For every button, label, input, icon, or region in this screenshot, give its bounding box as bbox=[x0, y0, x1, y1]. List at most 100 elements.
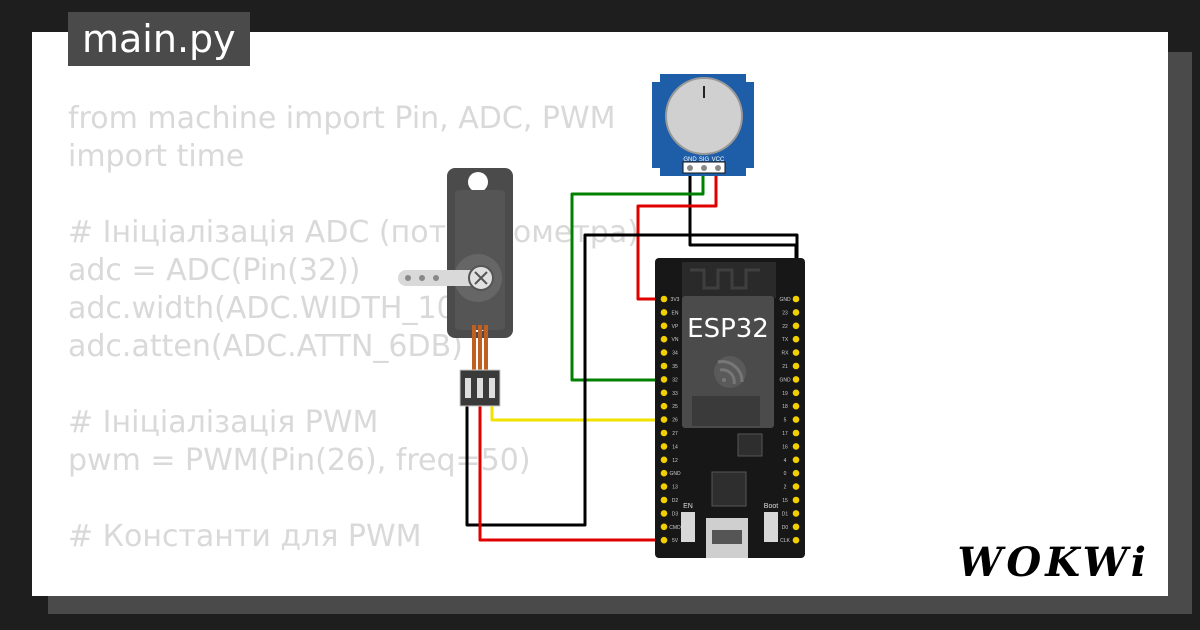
esp32-pin[interactable] bbox=[660, 362, 668, 370]
esp32-pin[interactable] bbox=[792, 335, 800, 343]
esp32-pin-label: VP bbox=[672, 324, 679, 330]
esp32-pin-label: 14 bbox=[672, 444, 678, 450]
usb-port-inner bbox=[712, 530, 742, 544]
esp32-pin[interactable] bbox=[660, 469, 668, 477]
esp32-pin[interactable] bbox=[792, 536, 800, 544]
esp32-pin-label: 19 bbox=[782, 391, 788, 397]
servo-connector-pin bbox=[465, 378, 471, 398]
esp32-pin[interactable] bbox=[792, 523, 800, 531]
esp32-pin-label: 23 bbox=[782, 310, 788, 316]
chip-label: ESP32 bbox=[687, 314, 769, 344]
esp32-pin[interactable] bbox=[660, 335, 668, 343]
esp32-pin[interactable] bbox=[792, 469, 800, 477]
esp32-pin-label: D3 bbox=[672, 511, 679, 517]
esp32-pin[interactable] bbox=[792, 309, 800, 316]
esp32-pin-label: TX bbox=[782, 337, 789, 343]
esp32-pin[interactable] bbox=[792, 416, 800, 423]
wire-servo-pwm[interactable] bbox=[490, 400, 664, 422]
esp32-pin[interactable] bbox=[792, 483, 800, 490]
esp32-pin[interactable] bbox=[660, 523, 668, 531]
esp32-pin[interactable] bbox=[660, 389, 668, 397]
esp32-pin-label: 22 bbox=[782, 324, 788, 330]
esp32-pin[interactable] bbox=[792, 429, 800, 437]
esp32-pin-label: 25 bbox=[672, 404, 678, 410]
esp32-pin-label: 13 bbox=[672, 485, 678, 491]
esp32-pin-label: 4 bbox=[784, 458, 787, 464]
wire-servo-vcc[interactable] bbox=[478, 400, 664, 542]
esp32-pin-label: 17 bbox=[782, 431, 788, 437]
esp32-pin[interactable] bbox=[660, 443, 668, 450]
file-tab[interactable]: main.py bbox=[68, 12, 250, 66]
esp32-pin[interactable] bbox=[792, 510, 800, 517]
code-line: adc = ADC(Pin(32)) bbox=[68, 253, 361, 288]
esp32-pin[interactable] bbox=[660, 309, 668, 316]
esp32-pin-label: CLK bbox=[780, 538, 790, 544]
pot-corner bbox=[652, 74, 660, 82]
esp32-pin[interactable] bbox=[660, 322, 668, 330]
esp32-pin-label: 5 bbox=[784, 418, 787, 424]
esp32-pin-label: D2 bbox=[672, 498, 679, 504]
esp32-pin-label: 26 bbox=[672, 418, 678, 424]
en-button[interactable] bbox=[681, 512, 695, 542]
esp32-board[interactable]: ESP32 EN Boot 3V3ENVPVN34353233252627141… bbox=[655, 258, 805, 558]
code-line: adc.width(ADC.WIDTH_10BIT) bbox=[68, 291, 516, 326]
esp32-pin-label: 12 bbox=[672, 458, 678, 464]
code-line: adc.atten(ADC.ATTN_6DB) bbox=[68, 329, 463, 364]
esp32-pin[interactable] bbox=[792, 349, 800, 356]
esp32-pin-label: 18 bbox=[782, 404, 788, 410]
potentiometer[interactable]: GND SIG VCC bbox=[652, 74, 754, 176]
code-line: from machine import Pin, ADC, PWM bbox=[68, 101, 616, 136]
esp32-pin[interactable] bbox=[792, 376, 800, 383]
wire-pot-vcc[interactable] bbox=[636, 168, 718, 301]
code-line: # Константи для PWM bbox=[68, 519, 422, 554]
boot-button[interactable] bbox=[764, 512, 778, 542]
esp32-pin-label: 32 bbox=[672, 377, 678, 383]
wire-servo-gnd[interactable] bbox=[465, 233, 799, 527]
servo-horn-hole bbox=[405, 275, 411, 281]
esp32-pin[interactable] bbox=[660, 429, 668, 437]
servo-motor[interactable] bbox=[398, 168, 513, 407]
esp32-pin[interactable] bbox=[792, 295, 800, 303]
esp32-pin[interactable] bbox=[660, 295, 668, 303]
servo-horn-hole bbox=[433, 275, 439, 281]
esp32-pin-label: RX bbox=[782, 351, 790, 357]
pot-corner bbox=[746, 168, 754, 176]
usb-uart-chip bbox=[711, 471, 747, 507]
pot-pin-sig[interactable] bbox=[701, 165, 707, 171]
esp32-pin[interactable] bbox=[660, 402, 668, 410]
esp32-antenna bbox=[682, 262, 776, 298]
esp32-pin-label: GND bbox=[779, 377, 791, 383]
esp32-pin[interactable] bbox=[660, 536, 668, 544]
esp32-pin[interactable] bbox=[792, 362, 800, 370]
esp32-pin[interactable] bbox=[792, 443, 800, 450]
esp32-pin-label: 15 bbox=[782, 498, 788, 504]
esp32-pin[interactable] bbox=[660, 496, 668, 504]
pot-pin-gnd[interactable] bbox=[687, 165, 693, 171]
esp32-pins: 3V3ENVPVN343532332526271412GND13D2D3CMD5… bbox=[660, 295, 800, 544]
esp32-pin[interactable] bbox=[660, 456, 668, 464]
servo-shaft-cross-icon bbox=[474, 271, 488, 285]
code-line: # Ініціалізація PWM bbox=[68, 405, 379, 440]
esp32-pin-label: VN bbox=[672, 337, 679, 343]
wire-pot-sig[interactable] bbox=[570, 168, 705, 382]
esp32-pin[interactable] bbox=[792, 322, 800, 330]
esp32-pin[interactable] bbox=[660, 483, 668, 490]
code-line: pwm = PWM(Pin(26), freq=50) bbox=[68, 443, 531, 478]
pot-knob[interactable] bbox=[665, 77, 743, 155]
esp32-pin-label: 5V bbox=[672, 538, 679, 544]
esp32-pin[interactable] bbox=[660, 349, 668, 356]
esp32-pin[interactable] bbox=[792, 389, 800, 397]
esp32-pin[interactable] bbox=[792, 402, 800, 410]
pot-pin-label-vcc: VCC bbox=[712, 157, 725, 163]
esp32-pin[interactable] bbox=[660, 416, 668, 423]
esp32-pin[interactable] bbox=[660, 376, 668, 383]
en-button-label: EN bbox=[683, 503, 693, 510]
esp32-pin[interactable] bbox=[792, 456, 800, 464]
esp32-pin-label: 27 bbox=[672, 431, 678, 437]
servo-mount-hole bbox=[468, 172, 488, 192]
esp32-pin[interactable] bbox=[792, 496, 800, 504]
esp32-pin[interactable] bbox=[660, 510, 668, 517]
esp32-pin-label: 0 bbox=[784, 471, 787, 477]
pot-pin-vcc[interactable] bbox=[715, 165, 721, 171]
